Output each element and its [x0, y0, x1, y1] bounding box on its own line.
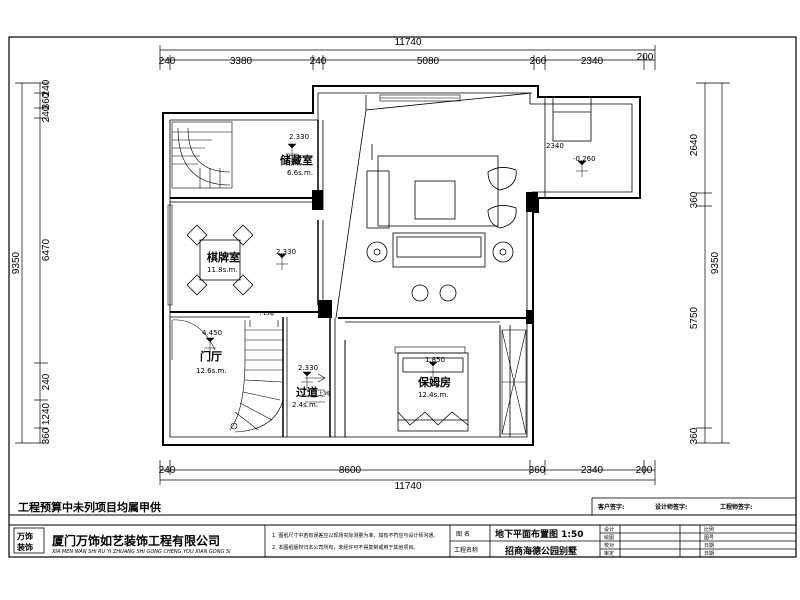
stair-up-label: 上3级	[318, 390, 331, 397]
bottom-dim-5: 200	[636, 465, 653, 476]
card-room-area: 11.8s.m.	[207, 266, 238, 274]
top-dim-7: 200	[637, 52, 654, 63]
drawing-name-label: 图 名	[456, 530, 470, 538]
left-total-dimension: 9350	[11, 251, 22, 274]
building-walls	[162, 85, 641, 446]
grid-label-date: 日期	[704, 543, 714, 549]
corridor-level: 2.330	[298, 364, 318, 372]
company-pinyin: XIA MEN WAN SHI RU YI ZHUANG SHI GONG CH…	[51, 549, 231, 555]
grid-label-drawing-no: 图号	[704, 535, 714, 541]
left-dim-1: 240	[41, 79, 52, 96]
designer-signature-label: 设计师签字:	[655, 503, 687, 511]
living-furniture	[366, 144, 517, 302]
grid-label-date-2: 日期	[704, 551, 714, 557]
top-dim-3: 240	[310, 56, 327, 67]
top-dim-4: 5080	[417, 56, 440, 67]
right-dim-2: 360	[689, 191, 700, 208]
drawing-note-1: 1. 图纸尺寸中若有误差应以现场实际测量为准，如有不符应与设计师沟通。	[272, 532, 438, 539]
budget-note: 工程预算中未列项目均属甲供	[18, 500, 161, 514]
entry-door	[171, 319, 216, 360]
grid-label-designer: 设计	[604, 526, 614, 533]
terrace-lounger	[552, 96, 592, 142]
wardrobe	[501, 329, 527, 435]
title-block	[8, 524, 797, 558]
windows	[167, 94, 466, 354]
top-dim-1: 240	[159, 56, 176, 67]
bottom-dim-4: 2340	[581, 465, 604, 476]
grid-label-approver: 审定	[604, 550, 614, 557]
company-logo-subtext: 装饰	[16, 542, 33, 552]
entry-hall-name: 门厅	[200, 349, 222, 363]
engineer-signature-label: 工程师签字:	[720, 503, 752, 511]
storage-area: 6.6s.m.	[287, 169, 313, 177]
stair-down-label: 下13级	[258, 310, 274, 317]
drawing-note-2: 2. 本图纸版权归本公司所有，未经许可不得复制或用于其他项目。	[272, 544, 418, 551]
top-total-dimension: 11740	[394, 37, 422, 48]
level-markers	[204, 143, 588, 388]
grid-label-drafter: 绘图	[604, 534, 614, 541]
bottom-dim-2: 8600	[339, 465, 362, 476]
bottom-total-dimension: 11740	[394, 481, 422, 492]
storage-room-name: 储藏室	[280, 153, 313, 167]
right-dim-3: 5750	[689, 306, 700, 329]
project-name: 招商海德公园别墅	[505, 545, 577, 557]
corridor-name: 过道	[296, 385, 318, 399]
left-dim-5: 240	[41, 373, 52, 390]
staircase-storage	[171, 121, 233, 189]
nanny-room-name: 保姆房	[417, 375, 451, 389]
bottom-dim-3: 360	[529, 465, 546, 476]
project-name-label: 工程名称	[454, 546, 478, 554]
terrace-level: -0.260	[573, 155, 596, 163]
card-table	[186, 224, 254, 296]
top-dim-2: 3380	[230, 56, 253, 67]
entry-hall-area: 12.6s.m.	[196, 367, 227, 375]
right-dim-1: 2640	[689, 133, 700, 156]
nanny-room-level: 1.850	[425, 356, 445, 364]
company-name: 厦门万饰如艺装饰工程有限公司	[52, 533, 220, 548]
staircase-entry	[229, 320, 326, 433]
card-room-level: 2.330	[276, 248, 296, 256]
top-dim-5: 260	[530, 56, 547, 67]
corridor-area: 2.4s.m.	[292, 401, 318, 409]
drawing-frame	[8, 36, 797, 558]
storage-level: 2.330	[289, 133, 309, 141]
top-dim-6: 2340	[581, 56, 604, 67]
company-logo-text: 万饰	[16, 531, 33, 541]
bottom-dim-1: 240	[159, 465, 176, 476]
bottom-dimension-chain	[159, 460, 656, 485]
drawing-name: 地下平面布置图 1:50	[495, 528, 584, 540]
wall-columns	[312, 190, 538, 324]
signature-box	[591, 497, 797, 516]
grid-label-scale: 比例	[704, 526, 714, 533]
left-dim-3: 240	[41, 105, 52, 122]
right-dim-4: 360	[689, 427, 700, 444]
terrace-dimension: 2340	[546, 142, 564, 150]
client-signature-label: 客户签字:	[597, 503, 624, 511]
left-dimension-chain	[15, 82, 48, 444]
left-dim-4: 6470	[41, 238, 52, 261]
card-room-name: 棋牌室	[206, 250, 240, 264]
right-dimension-chain	[696, 82, 730, 444]
entry-level: 4.450	[202, 329, 222, 337]
left-dim-2: 360	[41, 92, 52, 109]
left-dim-6: 1240	[41, 402, 52, 425]
top-dimension-chain	[159, 45, 656, 70]
nanny-room-area: 12.4s.m.	[418, 391, 449, 399]
left-dim-7: 360	[41, 427, 52, 444]
right-total-dimension: 9350	[710, 251, 721, 274]
grid-label-checker: 校对	[604, 542, 614, 549]
